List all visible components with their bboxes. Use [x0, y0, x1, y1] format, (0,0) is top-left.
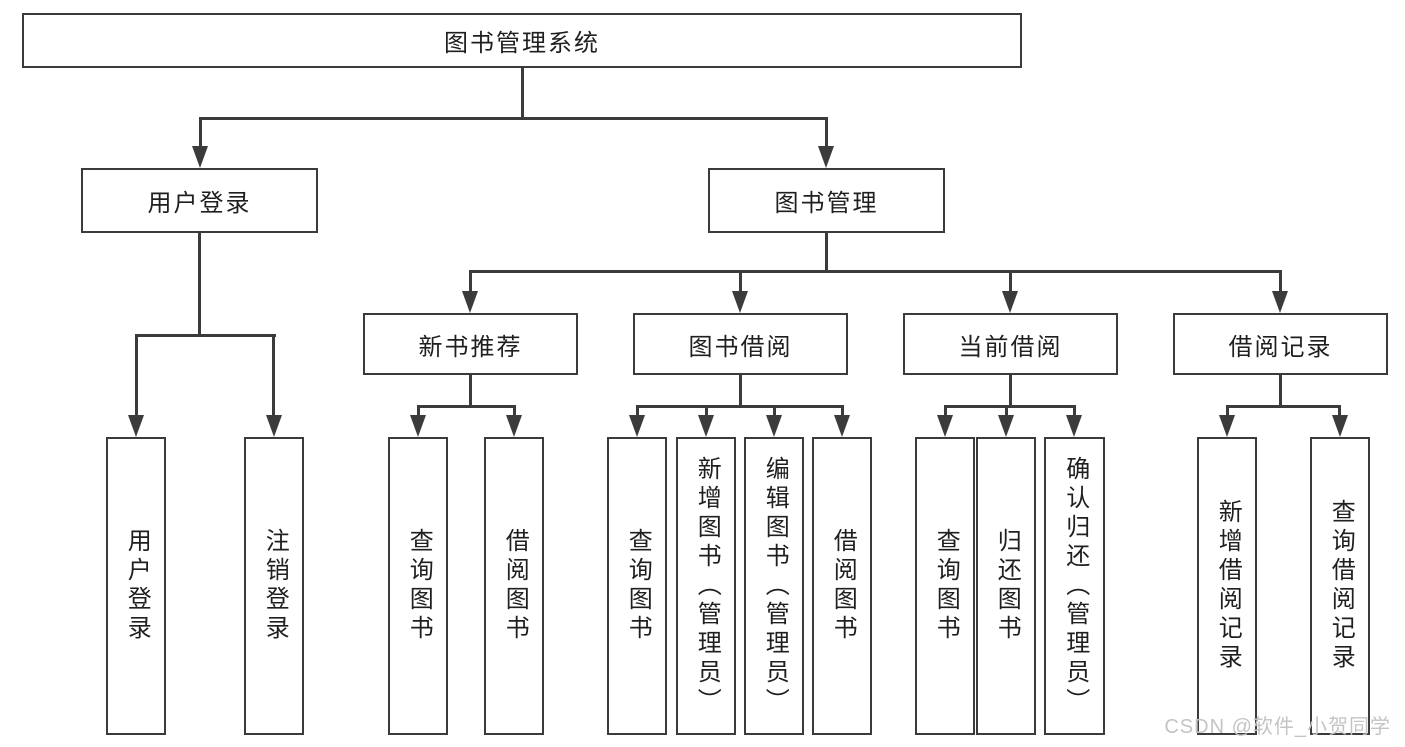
- node-label: 图书管理系统: [444, 30, 600, 57]
- connector-vline: [825, 233, 828, 273]
- arrowhead-down-icon: [1219, 415, 1235, 437]
- arrowhead-down-icon: [766, 415, 782, 437]
- arrowhead-down-icon: [732, 291, 748, 313]
- arrowhead-down-icon: [192, 146, 208, 168]
- arrowhead-down-icon: [462, 291, 478, 313]
- connector-vline: [469, 270, 472, 293]
- node-label: 用户登录: [123, 528, 151, 644]
- node-label: 新增图书（管理员）: [693, 455, 721, 717]
- node-leaf-return-books: 归还图书: [976, 437, 1036, 735]
- connector-hline: [199, 117, 828, 120]
- connector-vline: [739, 270, 742, 293]
- connector-vline: [272, 334, 275, 417]
- node-borrowing-records: 借阅记录: [1173, 313, 1388, 375]
- node-label: 查询图书: [405, 528, 433, 644]
- node-leaf-query-books-current: 查询图书: [915, 437, 975, 735]
- connector-hline: [469, 270, 1282, 273]
- connector-vline: [825, 117, 828, 148]
- arrowhead-down-icon: [834, 415, 850, 437]
- connector-hline: [135, 334, 276, 337]
- node-leaf-edit-books-admin: 编辑图书（管理员）: [744, 437, 804, 735]
- arrowhead-down-icon: [1002, 291, 1018, 313]
- arrowhead-down-icon: [818, 146, 834, 168]
- node-label: 图书借阅: [688, 333, 793, 361]
- node-library-management-system: 图书管理系统: [22, 13, 1022, 68]
- node-leaf-query-borrow-record: 查询借阅记录: [1310, 437, 1370, 735]
- node-label: 当前借阅: [958, 333, 1063, 361]
- node-user-login: 用户登录: [81, 168, 318, 233]
- arrowhead-down-icon: [128, 415, 144, 437]
- node-leaf-user-login: 用户登录: [106, 437, 166, 735]
- connector-hline: [636, 405, 844, 408]
- node-leaf-borrow-books: 借阅图书: [812, 437, 872, 735]
- connector-vline: [1009, 375, 1012, 408]
- node-label: 归还图书: [993, 528, 1021, 644]
- node-leaf-logout: 注销登录: [244, 437, 304, 735]
- node-label: 借阅图书: [501, 528, 529, 644]
- arrowhead-down-icon: [266, 415, 282, 437]
- connector-vline: [1279, 270, 1282, 293]
- node-label: 用户登录: [147, 190, 252, 217]
- node-leaf-query-books-borrow: 查询图书: [607, 437, 667, 735]
- connector-vline: [739, 375, 742, 408]
- node-label: 新增借阅记录: [1214, 499, 1242, 673]
- node-current-borrowing: 当前借阅: [903, 313, 1118, 375]
- node-label: 新书推荐: [418, 333, 523, 361]
- node-book-borrowing: 图书借阅: [633, 313, 848, 375]
- connector-vline: [417, 405, 420, 418]
- arrowhead-down-icon: [698, 415, 714, 437]
- arrowhead-down-icon: [506, 415, 522, 437]
- arrowhead-down-icon: [629, 415, 645, 437]
- arrowhead-down-icon: [1272, 291, 1288, 313]
- connector-vline: [469, 375, 472, 408]
- connector-vline: [1005, 405, 1008, 418]
- connector-hline: [417, 405, 516, 408]
- node-leaf-add-books-admin: 新增图书（管理员）: [676, 437, 736, 735]
- arrowhead-down-icon: [998, 415, 1014, 437]
- connector-vline: [135, 334, 138, 417]
- connector-vline: [1226, 405, 1229, 418]
- arrowhead-down-icon: [1332, 415, 1348, 437]
- node-label: 注销登录: [261, 528, 289, 644]
- node-label: 查询借阅记录: [1327, 499, 1355, 673]
- connector-vline: [1338, 405, 1341, 418]
- connector-vline: [841, 405, 844, 418]
- connector-hline: [1226, 405, 1341, 408]
- connector-vline: [636, 405, 639, 418]
- connector-vline: [513, 405, 516, 418]
- node-new-book-recommendation: 新书推荐: [363, 313, 578, 375]
- arrowhead-down-icon: [937, 415, 953, 437]
- node-label: 图书管理: [774, 190, 879, 217]
- connector-vline: [773, 405, 776, 418]
- node-label: 编辑图书（管理员）: [761, 455, 789, 717]
- connector-vline: [199, 117, 202, 148]
- node-label: 查询图书: [932, 528, 960, 644]
- arrowhead-down-icon: [1066, 415, 1082, 437]
- connector-hline: [944, 405, 1076, 408]
- node-label: 查询图书: [624, 528, 652, 644]
- node-leaf-confirm-return-admin: 确认归还（管理员）: [1044, 437, 1105, 735]
- node-leaf-borrow-books-recommend: 借阅图书: [484, 437, 544, 735]
- connector-vline: [198, 233, 201, 337]
- connector-vline: [944, 405, 947, 418]
- connector-vline: [1009, 270, 1012, 293]
- node-book-management: 图书管理: [708, 168, 945, 233]
- arrowhead-down-icon: [410, 415, 426, 437]
- node-label: 借阅记录: [1228, 333, 1333, 361]
- node-label: 确认归还（管理员）: [1061, 455, 1089, 717]
- node-leaf-query-books-recommend: 查询图书: [388, 437, 448, 735]
- node-leaf-add-borrow-record: 新增借阅记录: [1197, 437, 1257, 735]
- csdn-watermark: CSDN @软件_小贺同学: [1164, 716, 1391, 738]
- connector-vline: [1279, 375, 1282, 408]
- connector-vline: [705, 405, 708, 418]
- connector-vline: [521, 68, 524, 120]
- node-label: 借阅图书: [829, 528, 857, 644]
- connector-vline: [1073, 405, 1076, 418]
